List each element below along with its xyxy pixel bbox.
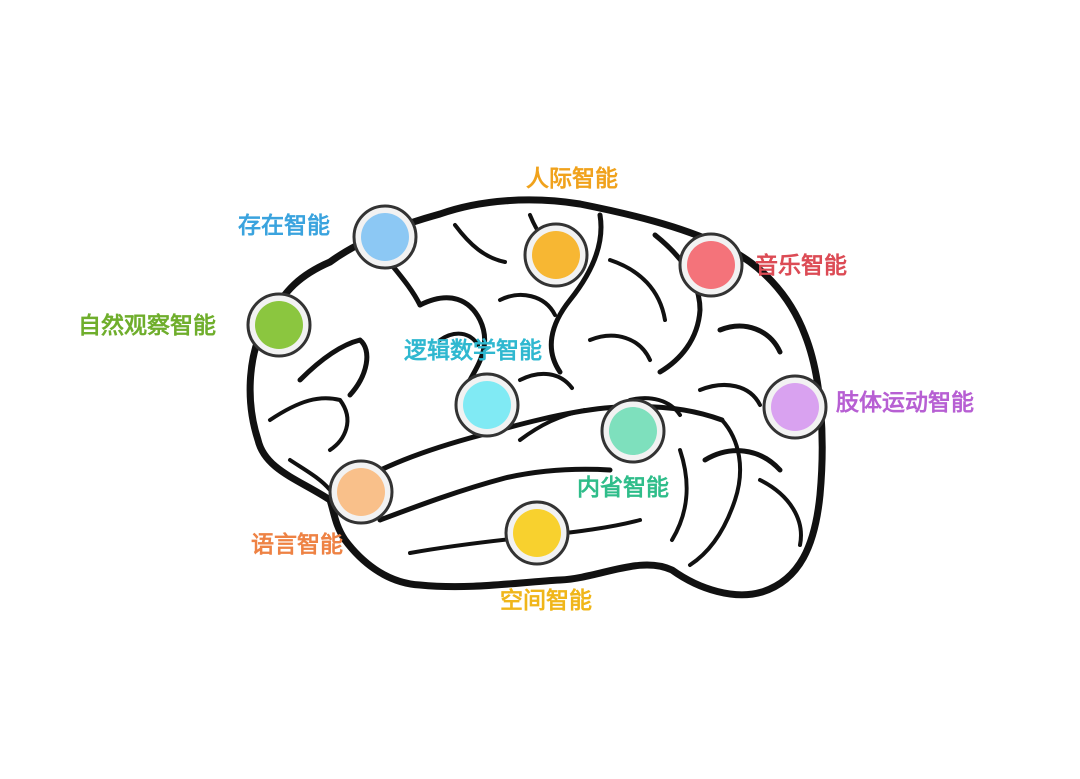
label-interpersonal: 人际智能 [526,166,618,192]
marker-existential [352,204,418,270]
marker-linguistic [328,459,394,525]
marker-bodily [762,374,828,440]
marker-spatial [504,500,570,566]
label-intrapersonal: 内省智能 [577,475,669,501]
marker-interpersonal [523,222,589,288]
label-existential: 存在智能 [238,213,330,239]
label-bodily: 肢体运动智能 [836,390,974,416]
label-musical: 音乐智能 [755,253,847,279]
label-logical: 逻辑数学智能 [404,338,542,364]
marker-naturalist [246,292,312,358]
marker-logical [454,372,520,438]
label-linguistic: 语言智能 [251,532,343,558]
intelligence-markers [246,204,828,566]
label-spatial: 空间智能 [500,588,592,614]
label-naturalist: 自然观察智能 [78,313,216,339]
marker-musical [678,232,744,298]
marker-intrapersonal [600,398,666,464]
